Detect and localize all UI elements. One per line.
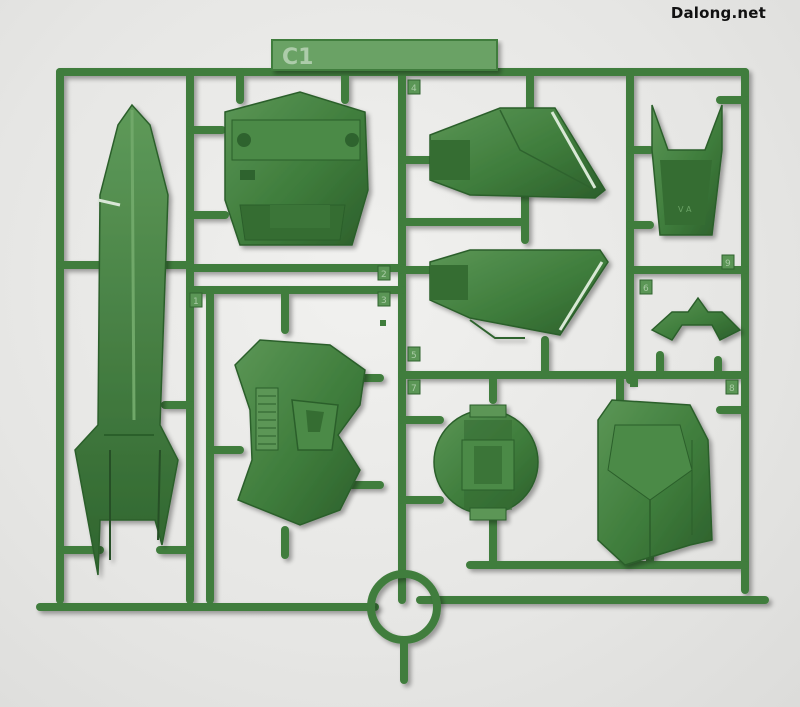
part-bracket: V A <box>651 104 723 236</box>
sprue-tag: C1 <box>271 39 498 71</box>
part-number-label: 7 <box>411 384 417 394</box>
part-number-label: 6 <box>643 284 649 294</box>
part-seat <box>224 91 369 246</box>
part-number-label: 8 <box>729 384 735 394</box>
part-number-label: 4 <box>411 84 417 94</box>
part-number-label: 5 <box>411 351 417 361</box>
gate-nubs <box>380 320 638 387</box>
part-number-label: 1 <box>193 297 199 307</box>
watermark: Dalong.net <box>670 4 766 22</box>
part-number-label: 3 <box>381 296 387 306</box>
part-torso <box>234 339 366 526</box>
runner-frame <box>36 68 769 611</box>
torso-vent <box>255 387 279 451</box>
part-number-tabs <box>189 79 739 395</box>
part-wedge-lower <box>429 249 609 339</box>
sprue-tag-label: C1 <box>282 45 313 70</box>
part-hood <box>597 399 713 566</box>
part-number-label: 2 <box>381 270 387 280</box>
part-number-label: 9 <box>725 259 731 269</box>
part-blade <box>74 103 179 576</box>
ring-gate <box>367 570 441 684</box>
part-wedge-upper <box>429 107 606 199</box>
part-disc <box>433 404 539 521</box>
part-yoke <box>650 296 742 341</box>
svg-text:V A: V A <box>678 205 692 214</box>
